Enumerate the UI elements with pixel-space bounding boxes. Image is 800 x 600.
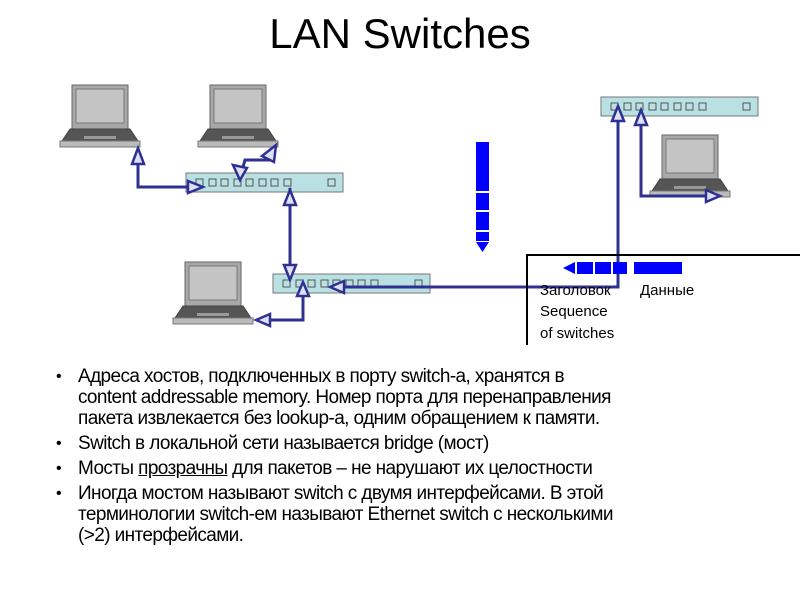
packet-frame-line (526, 254, 800, 345)
bullet-line: пакета извлекается без lookup-a, одним о… (78, 408, 600, 429)
bullet-item: Адреса хостов, подключенных в порту swit… (52, 366, 772, 429)
link-switch2-host3 (260, 288, 305, 322)
packet-vertical (476, 142, 489, 252)
sequence-label-1: Sequence (540, 303, 608, 320)
data-label: Данные (640, 282, 695, 299)
bullet-line: (>2) интерфейсами. (78, 525, 244, 546)
switch-1 (185, 172, 344, 193)
slide-title: LAN Switches (269, 10, 531, 57)
text: Мосты (78, 458, 139, 479)
arrowheads (130, 102, 724, 328)
bullet-item: Иногда мостом называют switch с двумя ин… (52, 483, 772, 546)
laptop-host-3 (172, 261, 254, 325)
sequence-label-2: of switches (540, 325, 615, 342)
bullet-line: Адреса хостов, подключенных в порту swit… (78, 366, 565, 387)
laptop-host-1 (59, 84, 141, 148)
packet-horizontal (563, 262, 682, 274)
link-switch2-switch3 (335, 108, 620, 289)
switch-3 (600, 96, 759, 117)
laptop-host-4 (649, 134, 731, 198)
bullet-line: Мосты прозрачны для пакетов – не нарушаю… (78, 458, 772, 479)
laptop-host-2 (197, 84, 279, 148)
header-label: Заголовок (540, 282, 611, 299)
bullet-line: Иногда мостом называют switch с двумя ин… (78, 483, 604, 504)
bullet-line: Switch в локальной сети называется bridg… (78, 433, 489, 454)
network-diagram (59, 84, 800, 345)
bullet-list: Адреса хостов, подключенных в порту swit… (52, 366, 772, 550)
switch-2 (272, 273, 431, 294)
underlined-term: прозрачны (138, 458, 228, 479)
link-switch3-host4 (639, 112, 715, 198)
text: для пакетов – не нарушают их целостности (227, 458, 593, 479)
bullet-item: Switch в локальной сети называется bridg… (52, 433, 772, 454)
bullet-item: Мосты прозрачны для пакетов – не нарушаю… (52, 458, 772, 479)
bullet-line: терминологии switch-ем называют Ethernet… (78, 504, 614, 525)
bullet-line: content addressable memory. Номер порта … (78, 387, 611, 408)
